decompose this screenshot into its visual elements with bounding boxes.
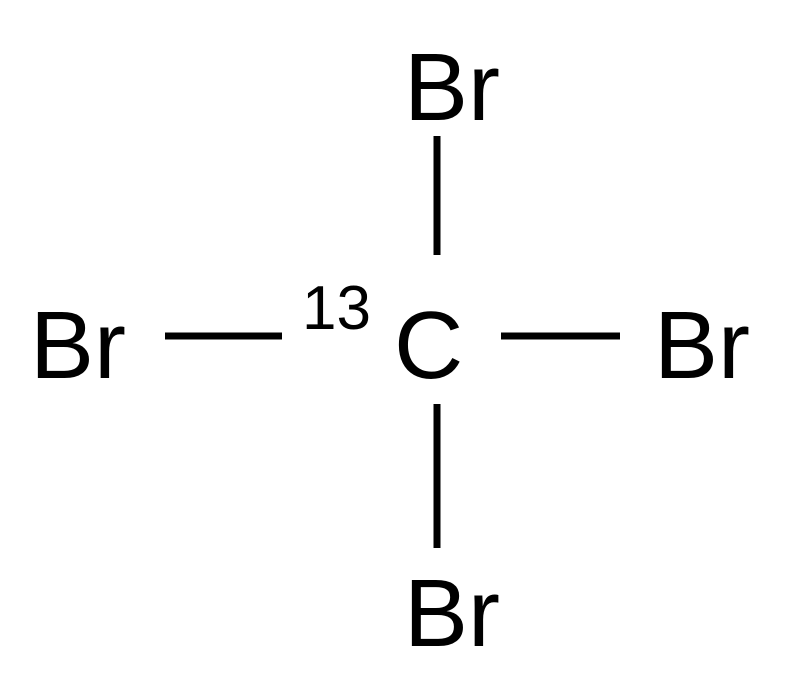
atom-top-bromine: Br <box>404 34 500 141</box>
atom-right-bromine: Br <box>654 292 750 399</box>
atom-bottom-bromine: Br <box>404 560 500 667</box>
atom-center-carbon: C <box>394 292 464 399</box>
atom-left-bromine: Br <box>30 292 126 399</box>
isotope-mass-label: 13 <box>302 274 371 343</box>
